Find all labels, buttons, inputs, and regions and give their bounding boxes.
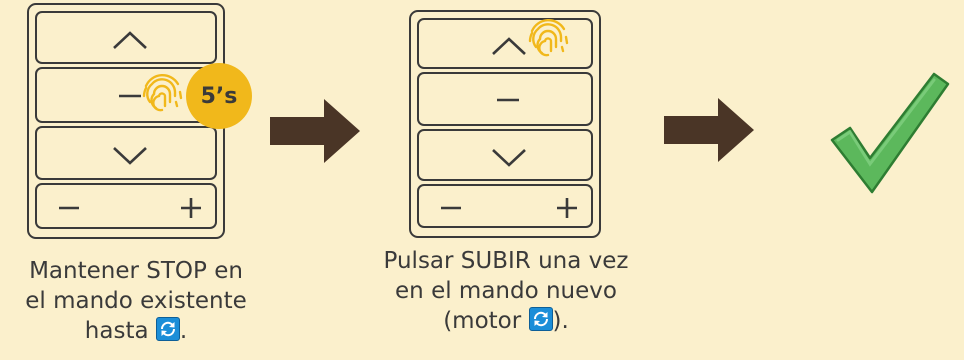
fingerprint-icon — [528, 19, 569, 57]
stop-button[interactable] — [417, 72, 593, 126]
tilt-row — [417, 184, 593, 228]
step2-caption: Pulsar SUBIR una vez en el mando nuevo (… — [364, 246, 648, 336]
minus-icon — [119, 94, 141, 98]
plus-icon — [557, 198, 577, 218]
chevron-up-icon — [113, 31, 147, 49]
tilt-row — [35, 183, 217, 229]
down-button[interactable] — [417, 129, 593, 181]
checkmark-icon — [830, 72, 950, 194]
right-arrow-icon — [664, 98, 754, 162]
right-arrow-icon — [270, 99, 360, 163]
up-button[interactable] — [35, 11, 217, 64]
step1-caption-line2: el mando existente — [25, 288, 247, 314]
chevron-up-icon — [492, 37, 526, 55]
step2-caption-line2: en el mando nuevo — [395, 278, 617, 304]
chevron-down-icon — [492, 149, 526, 167]
step2-caption-line3: (motor ). — [443, 307, 569, 334]
step2-caption-line1: Pulsar SUBIR una vez — [383, 248, 629, 274]
chevron-down-icon — [113, 147, 147, 165]
sync-icon — [528, 307, 553, 331]
remote-existing — [27, 3, 225, 239]
plus-icon — [181, 198, 201, 218]
sync-icon — [155, 317, 180, 341]
down-button[interactable] — [35, 126, 217, 180]
step1-caption-line3: hasta . — [84, 317, 188, 344]
timer-badge: 5’s — [186, 63, 252, 129]
step1-caption-line1: Mantener STOP en — [29, 258, 243, 284]
minus-icon — [497, 98, 519, 102]
fingerprint-icon — [142, 74, 183, 112]
step1-caption: Mantener STOP en el mando existente hast… — [0, 256, 272, 346]
